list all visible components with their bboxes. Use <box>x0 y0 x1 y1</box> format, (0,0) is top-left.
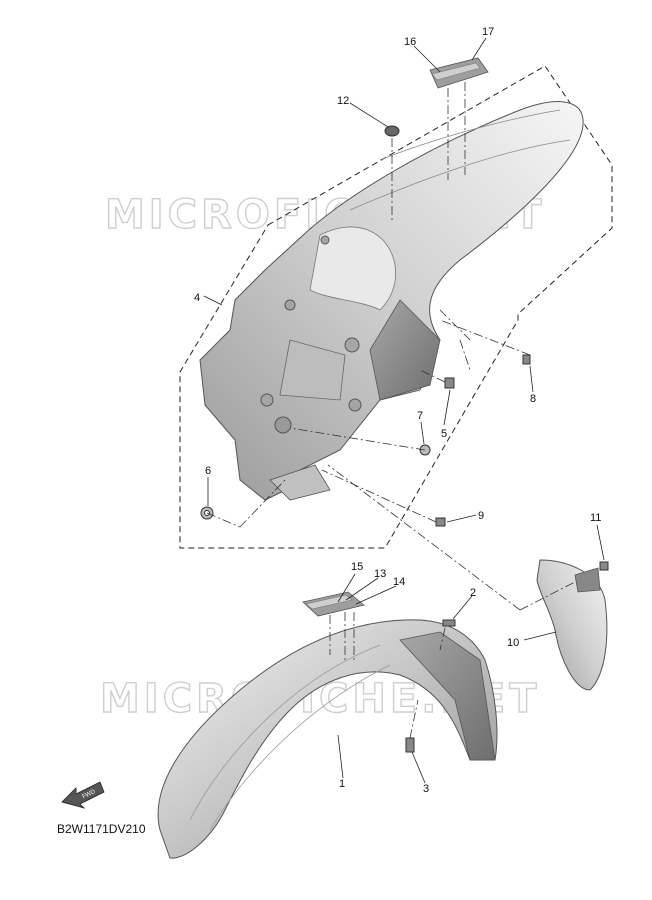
callout-3: 3 <box>423 783 429 795</box>
callout-14: 14 <box>393 576 405 588</box>
callout-2: 2 <box>470 587 476 599</box>
front-fender <box>157 619 498 859</box>
screw-3 <box>405 737 415 753</box>
callout-17: 17 <box>482 26 494 38</box>
callouts: 1 2 3 4 5 6 7 8 9 10 11 12 13 14 15 16 1… <box>194 26 601 795</box>
rear-fender <box>199 101 584 501</box>
callout-1: 1 <box>339 778 345 790</box>
bolt-9 <box>435 517 446 527</box>
fwd-arrow: FWD <box>61 781 105 809</box>
callout-4: 4 <box>194 292 200 304</box>
screw-11 <box>599 561 609 571</box>
callout-9: 9 <box>478 510 484 522</box>
diagram-code: B2W1171DV210 <box>57 822 146 836</box>
assembly-boundary <box>179 65 613 549</box>
assembly-lines <box>206 82 576 739</box>
clip-2 <box>442 619 456 627</box>
callout-8: 8 <box>530 393 536 405</box>
callout-15: 15 <box>351 561 363 573</box>
callout-16: 16 <box>404 36 416 48</box>
callout-6: 6 <box>205 465 211 477</box>
nut-5 <box>444 377 455 389</box>
callout-11: 11 <box>590 512 601 524</box>
leader-lines <box>203 37 605 784</box>
callout-7: 7 <box>417 410 423 422</box>
callout-10: 10 <box>507 637 519 649</box>
grommet-12 <box>384 125 400 137</box>
fwd-label: FWD <box>82 789 98 800</box>
callout-12: 12 <box>337 95 349 107</box>
bolt-8 <box>522 354 531 365</box>
mud-flap <box>536 559 608 691</box>
callout-13: 13 <box>374 568 386 580</box>
callout-5: 5 <box>441 428 447 440</box>
